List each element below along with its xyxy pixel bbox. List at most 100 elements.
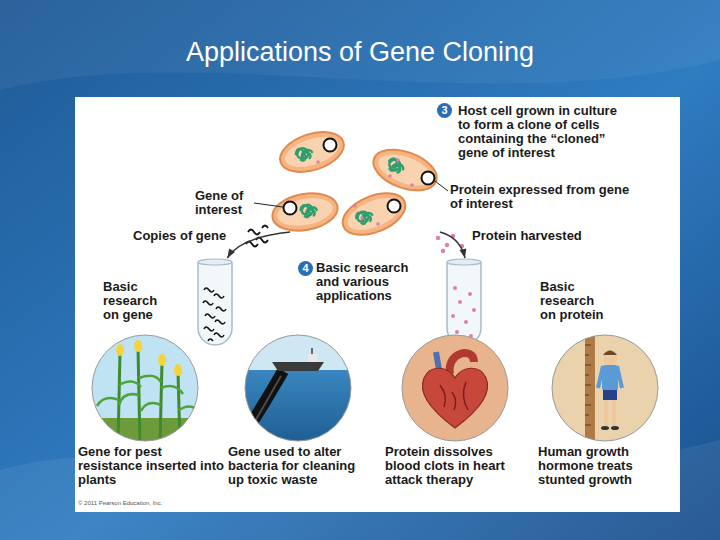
protein-dot bbox=[396, 158, 400, 162]
application-caption: Protein dissolves blood clots in heart a… bbox=[385, 445, 531, 487]
background-wave bbox=[0, 0, 720, 90]
corn-leaves bbox=[97, 376, 199, 412]
heart-scene bbox=[400, 333, 510, 443]
protein-dot bbox=[453, 286, 457, 290]
part-label: Gene of interest bbox=[195, 189, 257, 217]
protein-dot bbox=[458, 300, 462, 304]
protein-dot bbox=[460, 244, 464, 248]
corn-stalk bbox=[138, 348, 140, 445]
bacterium bbox=[368, 142, 442, 198]
protein-dot bbox=[455, 330, 459, 334]
application-circle: Human growth hormone treats stunted grow… bbox=[538, 335, 678, 497]
arrow-head bbox=[227, 248, 235, 258]
application-circle: Protein dissolves blood clots in heart a… bbox=[385, 335, 533, 497]
protein-dot bbox=[451, 314, 455, 318]
tube-label: Basic research on protein bbox=[540, 280, 610, 322]
corn-tassel bbox=[174, 364, 182, 376]
callout-number: 3 bbox=[437, 103, 452, 118]
protein-dot bbox=[436, 236, 440, 240]
protein-dot bbox=[376, 222, 380, 226]
application-circle: Gene used to alter bacteria for cleaning… bbox=[228, 335, 376, 497]
corn-tassel bbox=[134, 340, 142, 352]
protein-dot bbox=[468, 292, 472, 296]
protein-tube: Basic research on protein bbox=[440, 258, 610, 346]
tube-rim bbox=[198, 259, 232, 265]
protein-dot bbox=[451, 234, 455, 238]
tanker-bridge bbox=[308, 354, 317, 362]
protein-dot bbox=[472, 308, 476, 312]
callout-number: 4 bbox=[298, 261, 313, 276]
growth-scene bbox=[550, 333, 660, 443]
part-label: Protein expressed from gene of interest bbox=[450, 183, 635, 211]
protein-dot bbox=[388, 174, 392, 178]
chromosome bbox=[355, 208, 374, 225]
cytoplasm bbox=[281, 131, 342, 173]
gene-tube: Basic research on gene bbox=[100, 258, 240, 346]
gene-copy bbox=[203, 301, 213, 305]
plasmid bbox=[422, 172, 435, 185]
gene-copy bbox=[208, 339, 213, 341]
plasmid bbox=[324, 139, 337, 152]
protein-dot bbox=[464, 320, 468, 324]
arrow-head bbox=[459, 248, 466, 258]
child-head bbox=[603, 351, 617, 365]
child-legs bbox=[606, 400, 614, 426]
protein-dot bbox=[441, 249, 445, 253]
flow-arrow bbox=[227, 232, 290, 258]
cytoplasm bbox=[374, 148, 436, 192]
gene-copy bbox=[215, 320, 225, 324]
scene-border bbox=[552, 335, 658, 441]
scene-border bbox=[402, 335, 508, 441]
ruler-ticks bbox=[585, 345, 591, 425]
arrow-line bbox=[440, 232, 465, 258]
bacterium bbox=[275, 125, 349, 180]
heart bbox=[422, 368, 487, 428]
protein-dot bbox=[445, 243, 449, 247]
application-caption: Gene for pest resistance inserted into p… bbox=[78, 445, 224, 487]
child-hair bbox=[603, 351, 617, 356]
oil-sheen bbox=[244, 376, 281, 440]
tube-label: Basic research on gene bbox=[103, 280, 167, 322]
protein-dot bbox=[410, 183, 414, 187]
gene-copy bbox=[204, 288, 214, 292]
application-caption: Human growth hormone treats stunted grow… bbox=[538, 445, 676, 487]
tanker-hull bbox=[272, 362, 324, 371]
oil-slick bbox=[238, 371, 283, 444]
scene-border bbox=[92, 335, 198, 441]
content-panel bbox=[75, 97, 680, 512]
scene-background bbox=[400, 333, 510, 443]
cytoplasm bbox=[275, 194, 335, 229]
child-shoe bbox=[611, 426, 619, 430]
protein-dot bbox=[353, 204, 357, 208]
corn-tassel bbox=[116, 344, 124, 356]
flow-arrow bbox=[440, 232, 466, 258]
plant-scene bbox=[90, 333, 200, 448]
test-tube bbox=[447, 262, 481, 345]
application-circle: Gene for pest resistance inserted into p… bbox=[75, 335, 223, 497]
chromosome bbox=[295, 145, 314, 162]
scene-border bbox=[245, 335, 351, 441]
gene-copy bbox=[204, 327, 214, 331]
gene-copy bbox=[214, 333, 224, 337]
copyright-note: © 2011 Pearson Education, Inc. bbox=[78, 500, 218, 507]
corn-tassel bbox=[158, 354, 166, 366]
cell-wall bbox=[337, 185, 412, 243]
cytoplasm bbox=[343, 191, 405, 236]
cell-wall bbox=[275, 125, 349, 180]
protein-dot bbox=[316, 160, 320, 164]
slide-title: Applications of Gene Cloning bbox=[0, 36, 720, 68]
child-shirt bbox=[602, 365, 618, 391]
bacterium bbox=[337, 185, 412, 243]
leader-line bbox=[254, 203, 283, 207]
gene-copy bbox=[214, 294, 224, 298]
child-arms bbox=[598, 366, 622, 388]
cell-wall bbox=[368, 142, 442, 198]
host-culture: Host cell grown in culture to form a clo… bbox=[268, 100, 650, 232]
tube-rim bbox=[447, 259, 481, 265]
arrow-line bbox=[227, 232, 290, 258]
gene-copy bbox=[248, 230, 260, 235]
chromosome bbox=[386, 157, 405, 174]
coronary-vessels bbox=[440, 382, 468, 410]
